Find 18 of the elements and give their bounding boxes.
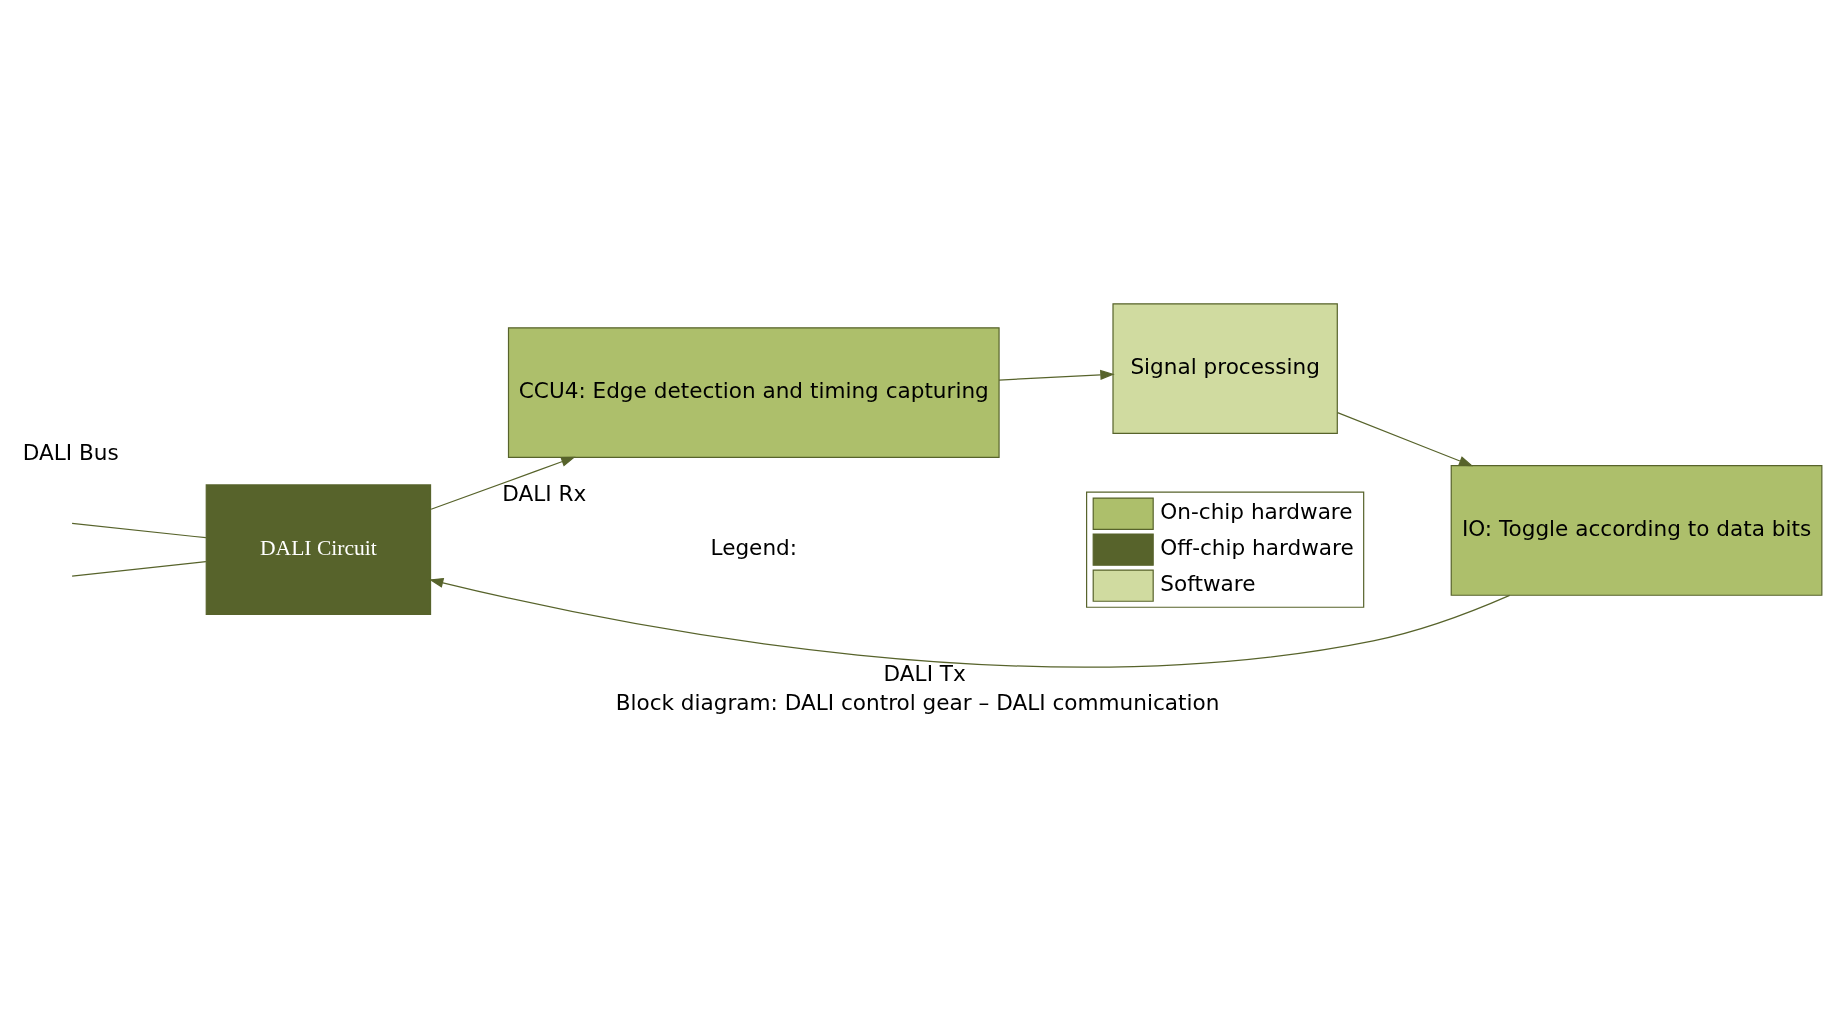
arrow [1336, 411, 1474, 466]
label: Legend: [710, 534, 798, 560]
node-box: DALI Circuit [205, 483, 432, 615]
edge-label: DALI Rx [502, 480, 587, 506]
legend-label: Off-chip hardware [1160, 534, 1354, 560]
legend-label: Software [1160, 570, 1256, 596]
connector [71, 560, 207, 577]
edge-label: DALI Tx [883, 660, 966, 686]
arrow [430, 456, 576, 510]
node-box: Signal processing [1112, 302, 1338, 434]
caption: Block diagram: DALI control gear – DALI communication [615, 689, 1220, 715]
node-box: CCU4: Edge detection and timing capturing [507, 326, 1000, 458]
arrow [429, 577, 1511, 667]
legend-label: On-chip hardware [1160, 498, 1353, 524]
label: DALI Bus [22, 439, 119, 465]
arrow [998, 369, 1115, 381]
connector [71, 522, 207, 538]
node-box: IO: Toggle according to data bits [1450, 464, 1823, 596]
